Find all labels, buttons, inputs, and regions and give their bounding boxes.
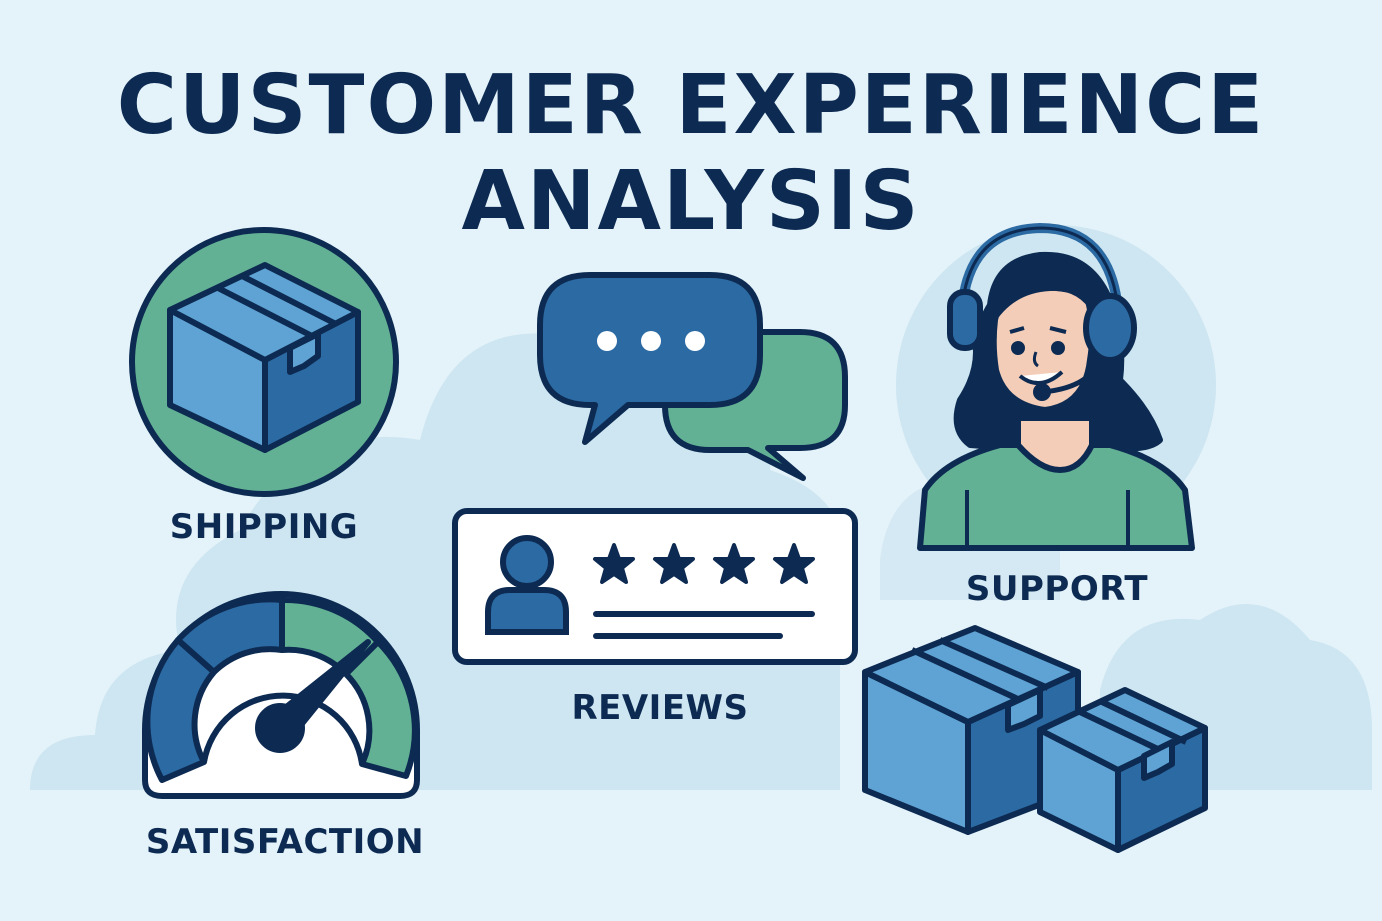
support-agent-icon <box>917 223 1195 551</box>
star-icon <box>713 543 755 584</box>
star-icon <box>653 543 695 584</box>
package-icon <box>1037 687 1208 853</box>
star-icon <box>593 543 635 584</box>
page-title-line-1: CUSTOMER EXPERIENCE <box>116 58 1266 153</box>
headset-icon <box>947 223 1137 401</box>
shipping-icon <box>129 227 399 497</box>
user-avatar-icon <box>485 535 569 635</box>
reviews-label: REVIEWS <box>571 688 749 728</box>
star-icon <box>773 543 815 584</box>
gauge-icon <box>142 591 420 799</box>
page-title-line-2: ANALYSIS <box>461 154 921 249</box>
stacked-boxes-icon <box>862 625 1208 853</box>
shipping-label: SHIPPING <box>169 507 359 547</box>
review-card-icon <box>452 508 858 665</box>
rating-stars <box>593 543 815 584</box>
chat-bubbles-icon <box>537 272 848 481</box>
support-label: SUPPORT <box>965 569 1149 609</box>
satisfaction-label: SATISFACTION <box>145 822 425 862</box>
package-icon <box>167 262 361 453</box>
